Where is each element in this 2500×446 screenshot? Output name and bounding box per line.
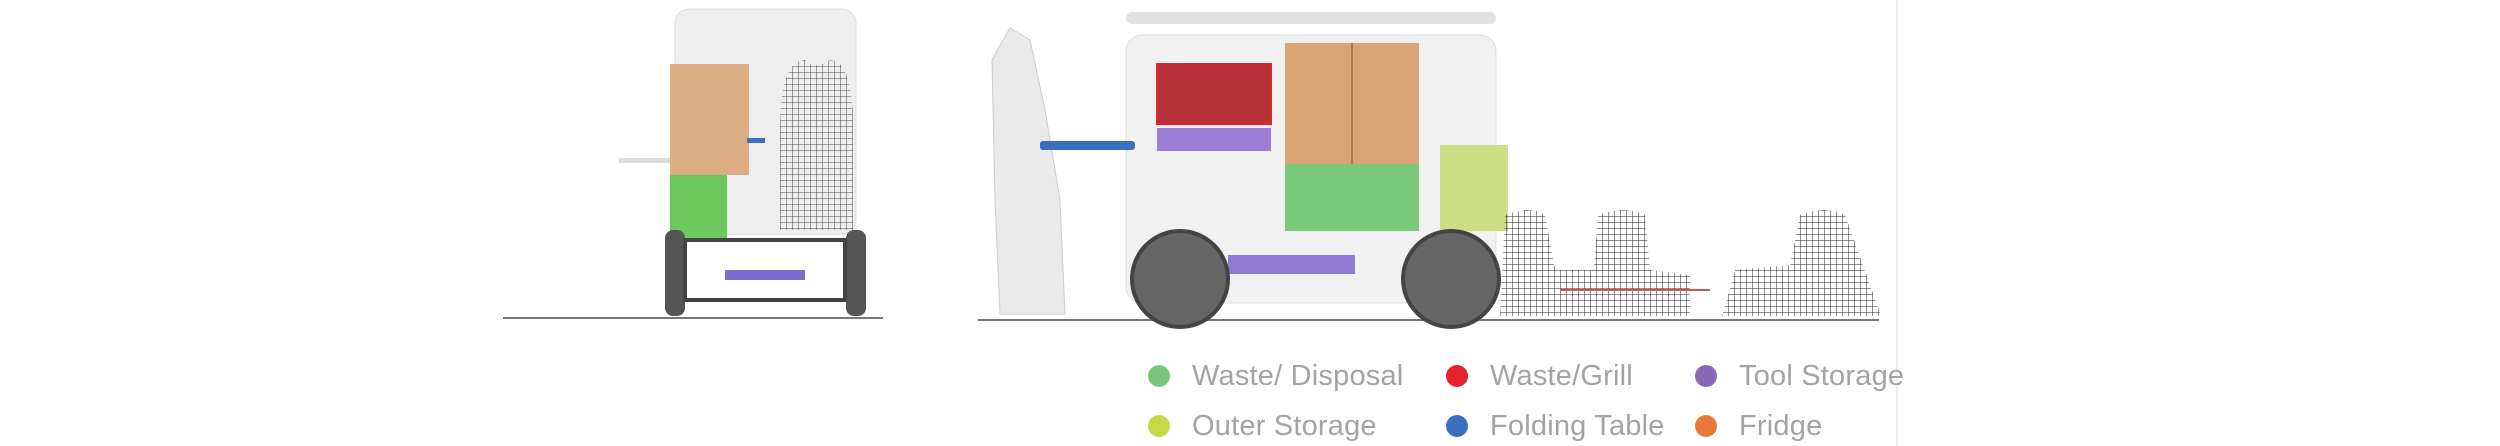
wheel-rear xyxy=(1401,229,1501,329)
chair xyxy=(1500,210,1605,316)
chair xyxy=(1590,210,1690,316)
fridge-zone xyxy=(670,64,749,175)
legend-dot xyxy=(1695,365,1717,387)
chassis xyxy=(683,238,847,302)
outer-storage-zone xyxy=(1440,145,1508,231)
waste-grill-zone xyxy=(1156,63,1272,125)
legend-item-waste-disposal: Waste/ Disposal xyxy=(1148,356,1403,396)
legend-dot xyxy=(1695,415,1717,437)
legend-dot xyxy=(1446,415,1468,437)
legend-item-waste-grill: Waste/Grill xyxy=(1446,356,1633,396)
canopy-bar xyxy=(1126,12,1496,24)
legend-dot xyxy=(1446,365,1468,387)
legend-label: Outer Storage xyxy=(1192,409,1377,442)
wheel-right xyxy=(846,230,866,316)
legend-dot xyxy=(1148,415,1170,437)
legend-item-tool-storage: Tool Storage xyxy=(1695,356,1904,396)
folding-table-zone xyxy=(1040,141,1135,150)
legend-label: Waste/ Disposal xyxy=(1192,359,1404,392)
folding-table-zone xyxy=(747,138,765,143)
legend-item-folding-table: Folding Table xyxy=(1446,406,1665,446)
legend-item-fridge: Fridge xyxy=(1695,406,1822,446)
tool-storage-zone xyxy=(1157,128,1271,151)
legend-label: Folding Table xyxy=(1490,409,1665,442)
chairs xyxy=(1500,210,1881,316)
wheel-front xyxy=(1130,229,1230,329)
front-view xyxy=(503,8,883,320)
folding-table-plank xyxy=(619,158,675,163)
tool-storage-bottom xyxy=(1228,255,1355,274)
legend-label: Fridge xyxy=(1739,409,1823,442)
wheel-left xyxy=(665,230,685,316)
chair-wireframe xyxy=(780,60,853,320)
waste-disposal-zone xyxy=(1285,164,1419,231)
legend-label: Tool Storage xyxy=(1739,359,1905,392)
tool-storage-zone xyxy=(725,270,805,280)
side-view xyxy=(978,12,1881,329)
human-figure xyxy=(991,27,1066,315)
legend-dot xyxy=(1148,365,1170,387)
legend-item-outer-storage: Outer Storage xyxy=(1148,406,1377,446)
chair xyxy=(1722,210,1881,316)
legend-label: Waste/Grill xyxy=(1490,359,1633,392)
waste-disposal-zone xyxy=(670,175,727,240)
